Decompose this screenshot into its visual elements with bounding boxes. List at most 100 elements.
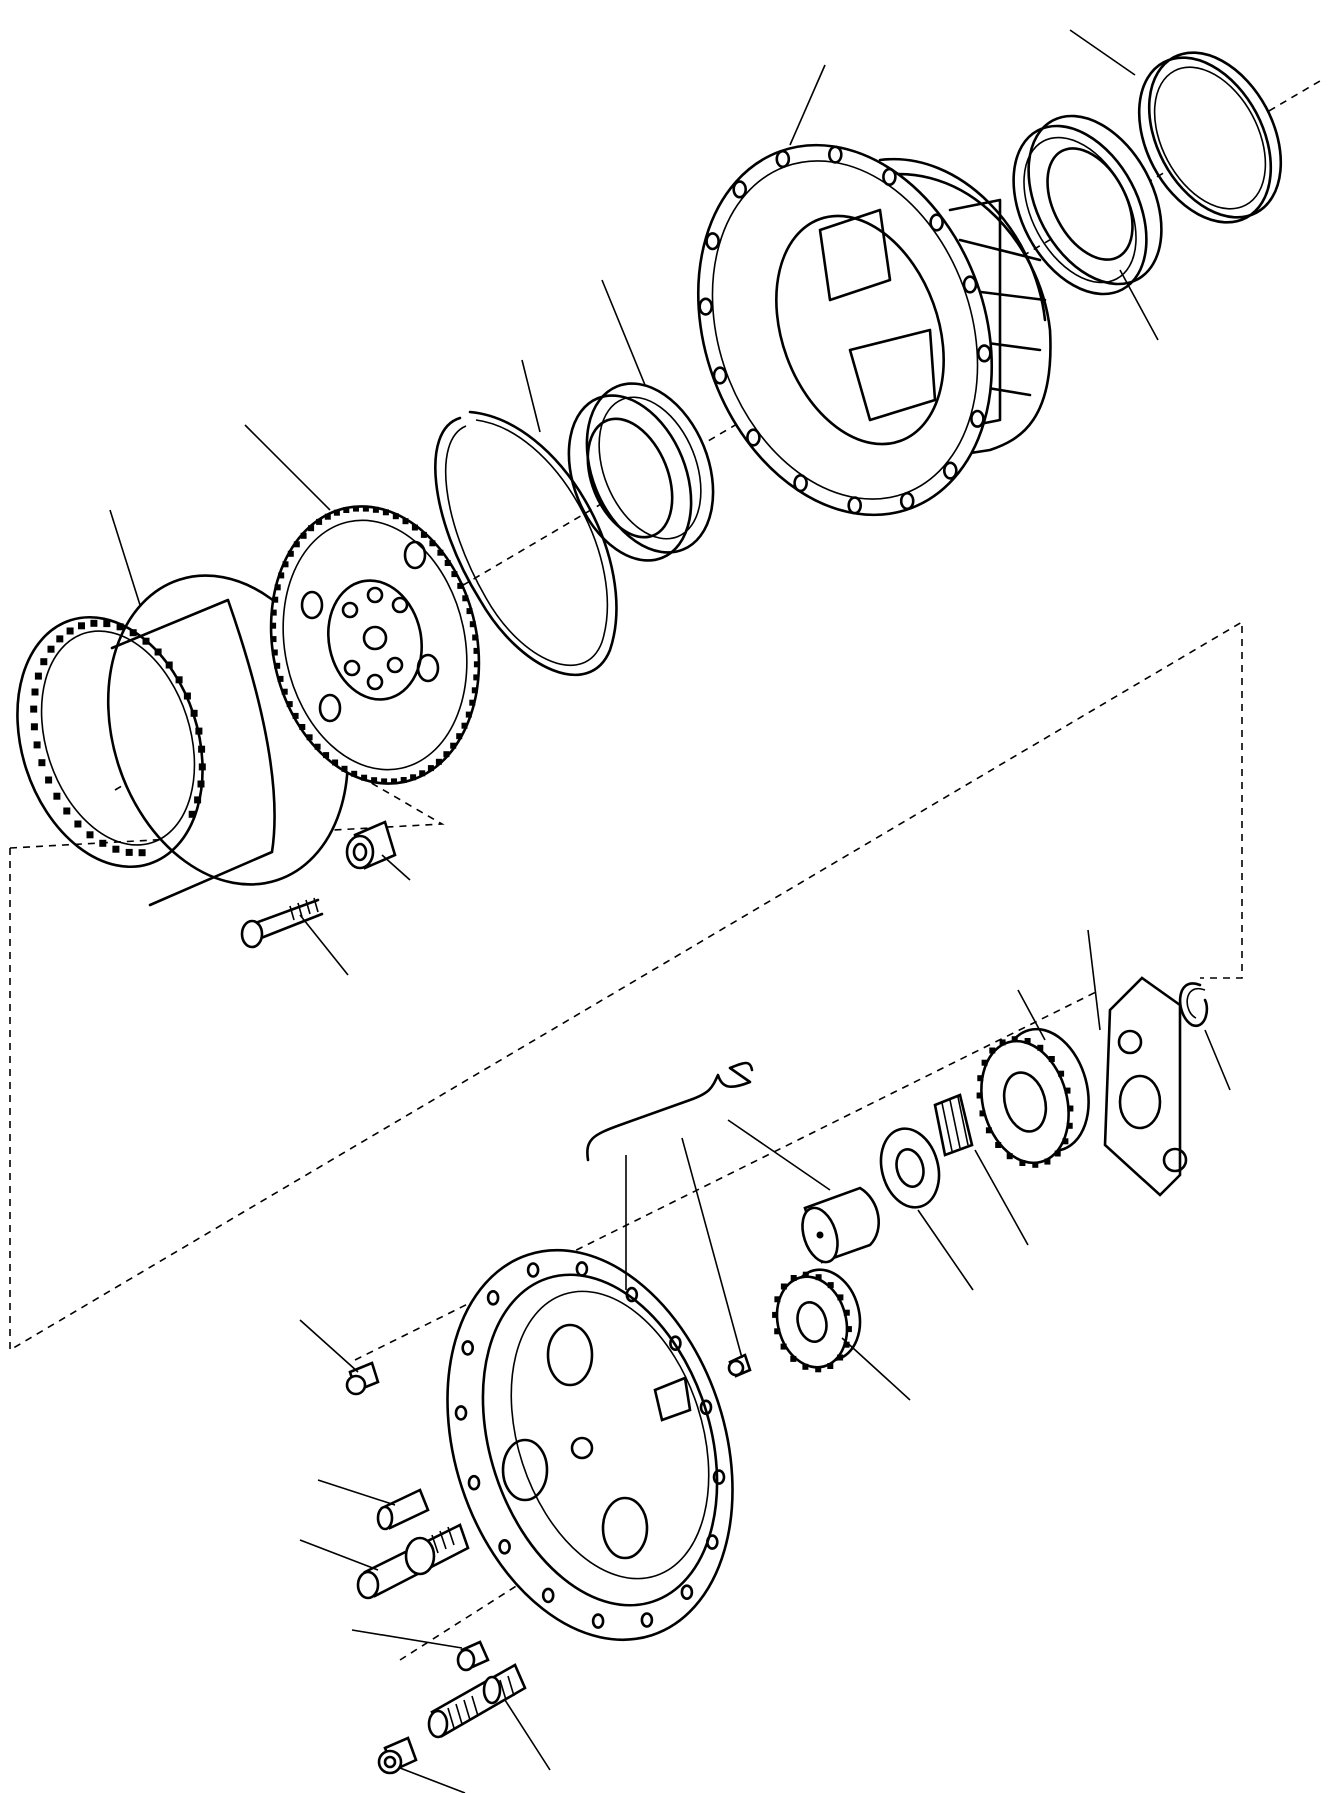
bolt-hole <box>976 344 992 363</box>
bolt-hole <box>454 1405 468 1421</box>
gear-tooth <box>282 561 289 568</box>
gear-tooth <box>183 692 191 700</box>
seal-ring <box>1137 51 1283 224</box>
bolt-hole <box>486 1290 500 1306</box>
gear-tooth <box>1048 1056 1055 1062</box>
gear-tooth <box>292 712 299 719</box>
bolt-hole <box>732 180 748 199</box>
gear-tooth <box>989 1047 996 1054</box>
gear-tooth <box>47 645 55 653</box>
wheel-stud <box>427 1663 527 1739</box>
gear-tooth <box>790 1355 797 1362</box>
gear-tooth <box>1058 1070 1065 1077</box>
gear-tooth <box>985 1127 992 1134</box>
bolt-hole <box>541 1587 555 1604</box>
gear-tooth <box>837 1354 844 1361</box>
gear-tooth <box>323 752 330 759</box>
gear-tooth <box>31 688 39 696</box>
gear-tooth <box>1037 1044 1044 1051</box>
gear-tooth <box>277 675 284 682</box>
gear-tooth <box>1062 1138 1069 1145</box>
gear-tooth <box>56 635 64 643</box>
gear-tooth <box>278 572 285 579</box>
gear-tooth <box>86 831 94 839</box>
nut <box>456 1640 490 1672</box>
bolt-hole <box>970 409 985 428</box>
gear-tooth <box>33 741 41 749</box>
retainer-plate <box>1103 976 1188 1197</box>
gear-tooth <box>473 674 480 681</box>
gear-tooth <box>1032 1161 1039 1168</box>
gear-tooth <box>981 1059 988 1066</box>
gear-tooth <box>66 627 74 635</box>
gear-tooth <box>361 774 368 781</box>
bolt-hole <box>775 149 791 169</box>
gear-tooth <box>287 550 294 557</box>
gear-tooth <box>790 1275 797 1281</box>
gear-tooth <box>197 780 205 788</box>
bolt-hole <box>575 1261 589 1277</box>
gear-tooth <box>103 620 111 628</box>
gear-tooth <box>34 672 42 680</box>
gear-tooth <box>362 505 369 512</box>
center-axis-lower <box>354 989 1101 1661</box>
gear-tooth <box>300 532 307 539</box>
gear-tooth <box>435 758 442 765</box>
gear-tooth <box>827 1282 834 1289</box>
gear-tooth <box>1064 1087 1071 1094</box>
gear-tooth <box>274 584 281 591</box>
gear-tooth <box>198 763 206 771</box>
gear-tooth <box>129 629 137 637</box>
planet-carrier-plate <box>269 505 481 785</box>
gear-tooth <box>165 661 173 669</box>
gear-tooth <box>472 634 479 641</box>
gear-tooth <box>78 622 85 630</box>
gear-tooth <box>392 513 399 520</box>
gear-tooth <box>306 734 313 741</box>
gear-tooth <box>473 647 480 654</box>
gear-tooth <box>270 609 277 616</box>
gear-tooth <box>450 742 457 749</box>
gear-tooth <box>999 1039 1006 1046</box>
bolt-hole <box>847 496 863 515</box>
gear-tooth <box>457 582 464 589</box>
bolt-hole <box>712 366 728 385</box>
bolt-hole <box>827 145 843 164</box>
gear-tooth <box>456 733 463 740</box>
gear-tooth <box>465 711 472 718</box>
gear-tooth <box>353 505 359 512</box>
gear-tooth <box>154 648 162 656</box>
assembly-boundary <box>9 620 1243 1352</box>
gear-tooth <box>198 745 206 753</box>
gear-tooth <box>194 796 202 804</box>
gear-tooth <box>437 549 444 556</box>
gear-tooth <box>1019 1160 1026 1166</box>
gear-tooth <box>469 621 476 628</box>
bolt-hole <box>962 275 978 294</box>
gear-tooth <box>74 820 82 828</box>
gear-tooth <box>843 1309 850 1316</box>
leader-lines <box>109 29 1231 1793</box>
gear-tooth <box>125 848 133 856</box>
gear-tooth <box>286 701 293 708</box>
gear-tooth <box>45 776 53 784</box>
inner-bearing <box>567 382 715 562</box>
bolt <box>240 897 324 949</box>
wheel-nut <box>377 1736 418 1775</box>
gear-tooth <box>38 759 46 767</box>
gear-tooth <box>462 595 469 602</box>
gear-tooth <box>451 571 458 578</box>
gear-tooth <box>372 506 379 513</box>
bolt-hole <box>680 1584 694 1600</box>
gear-tooth <box>308 525 315 532</box>
gear-tooth <box>371 777 378 784</box>
gear-tooth <box>40 658 48 666</box>
gear-tooth <box>190 709 198 717</box>
bolt-hole <box>746 428 761 447</box>
gear-tooth <box>99 839 107 847</box>
gear-tooth <box>1067 1105 1074 1112</box>
gear-tooth <box>461 722 468 729</box>
cover-plate <box>446 1248 734 1642</box>
gear-tooth <box>979 1110 986 1117</box>
